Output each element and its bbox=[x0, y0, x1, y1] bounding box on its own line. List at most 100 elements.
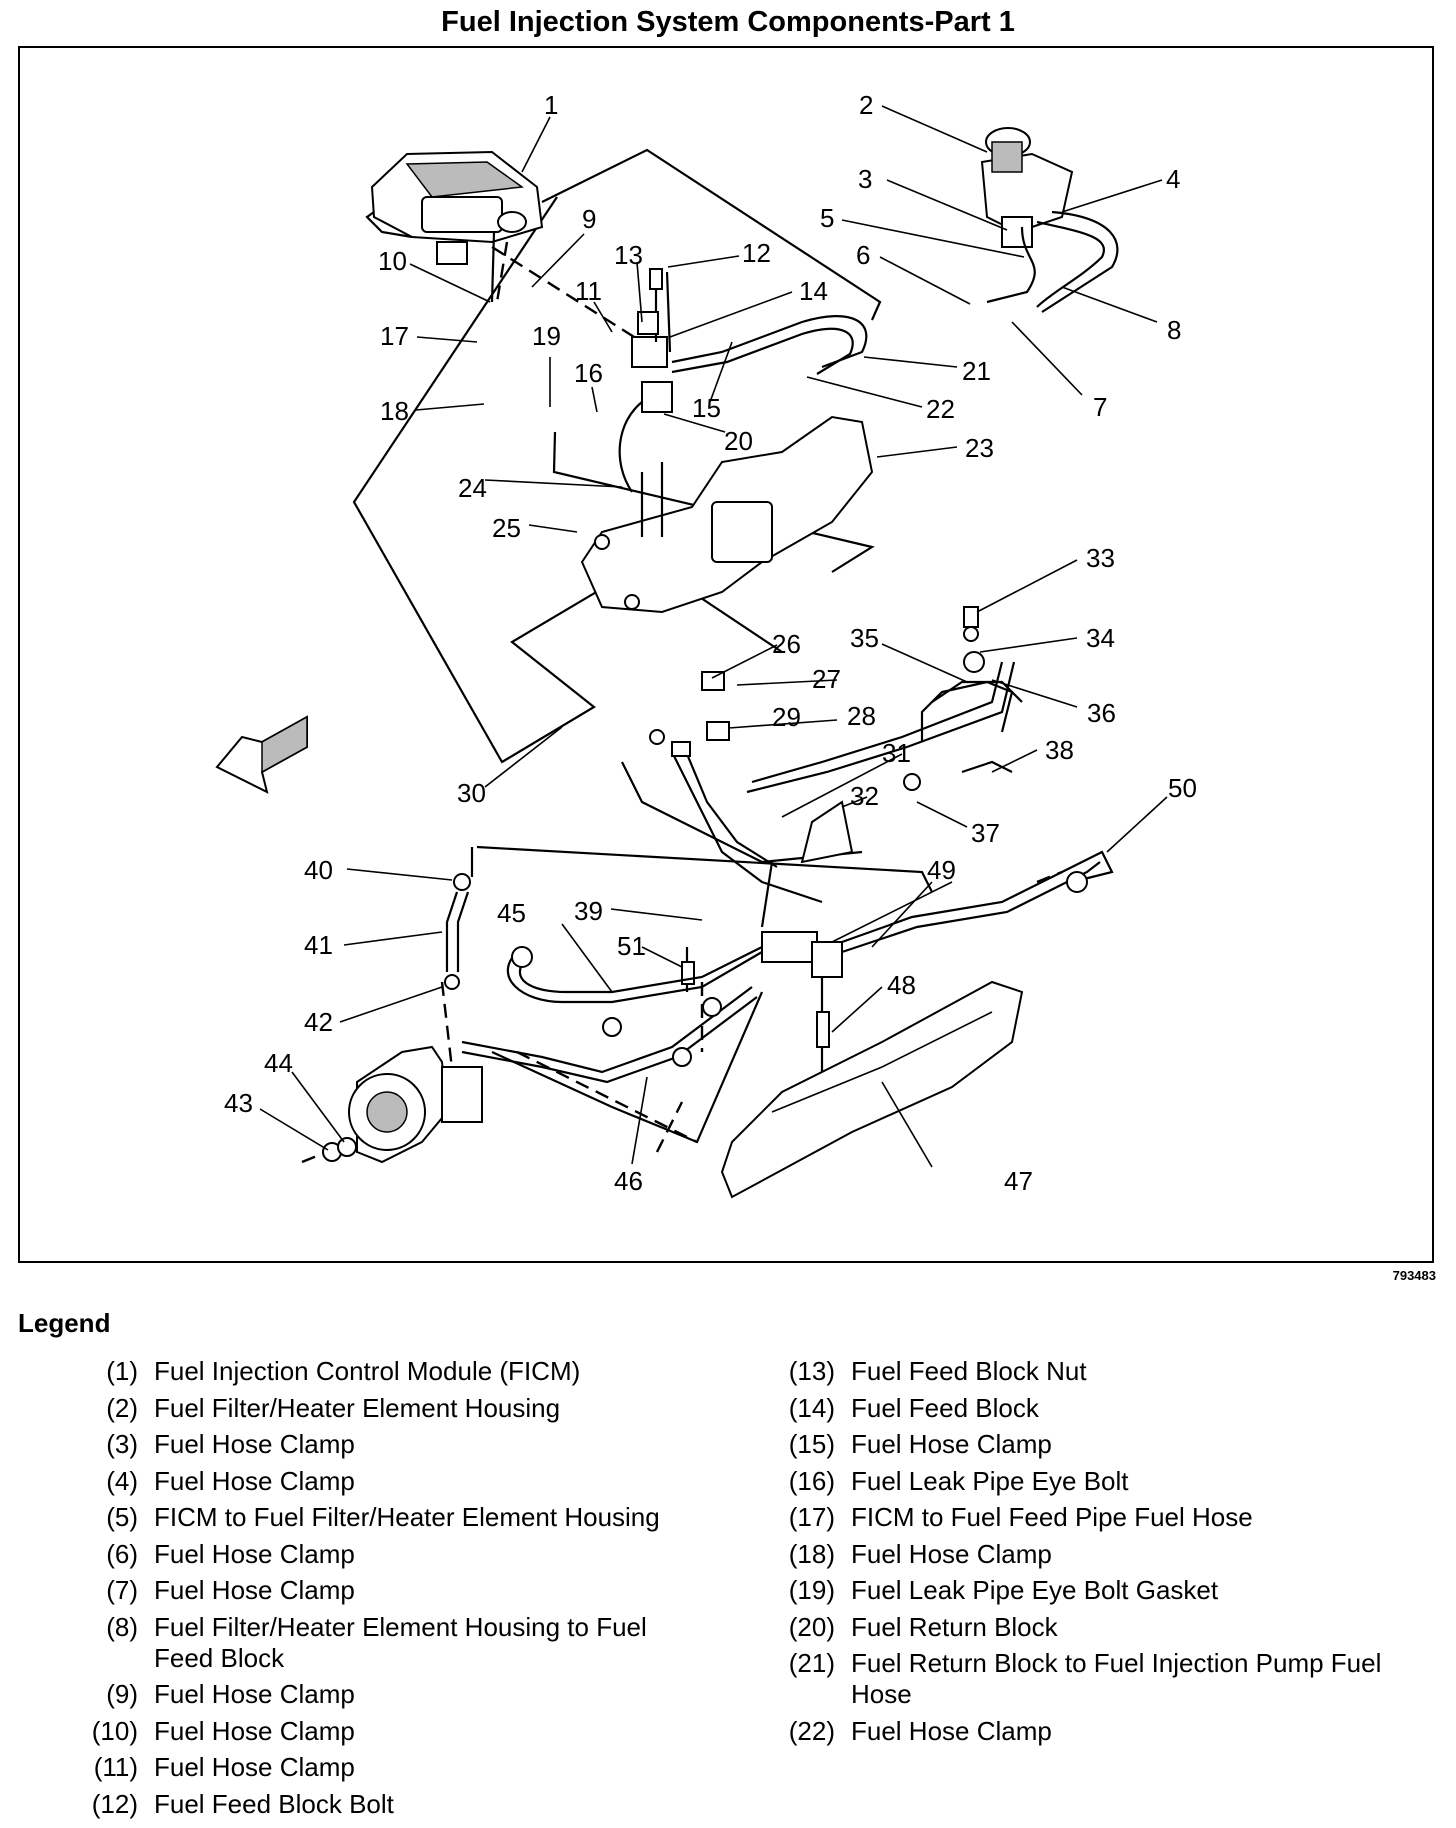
legend-item: (18)Fuel Hose Clamp bbox=[757, 1539, 1417, 1570]
callout-50: 50 bbox=[1168, 773, 1197, 803]
legend-item-number: (15) bbox=[788, 1429, 835, 1459]
legend-item-number: (13) bbox=[788, 1356, 835, 1386]
legend-item-number: (22) bbox=[788, 1715, 835, 1746]
reference-lines bbox=[301, 148, 1063, 1164]
callout-24: 24 bbox=[458, 473, 487, 503]
legend-item-number: (3) bbox=[106, 1429, 138, 1459]
callout-49: 49 bbox=[927, 855, 956, 885]
callout-43: 43 bbox=[224, 1088, 253, 1118]
legend-item-number: (11) bbox=[93, 1752, 138, 1782]
legend-item: (19)Fuel Leak Pipe Eye Bolt Gasket bbox=[757, 1575, 1417, 1606]
legend-item-number: (7) bbox=[106, 1575, 138, 1605]
legend-item-number: (12) bbox=[91, 1788, 138, 1819]
callout-25: 25 bbox=[492, 513, 521, 543]
legend-item-text: Fuel Feed Block bbox=[851, 1392, 1039, 1423]
callout-13: 13 bbox=[614, 240, 643, 270]
legend-item: (15) Fuel Hose Clamp bbox=[757, 1429, 1417, 1460]
callout-36: 36 bbox=[1087, 698, 1116, 728]
legend-item-text: Fuel Return Block to Fuel Injection Pump… bbox=[851, 1648, 1382, 1709]
legend-item-text: Fuel Injection Control Module (FICM) bbox=[154, 1356, 581, 1386]
callout-32: 32 bbox=[850, 781, 879, 811]
figure-reference-number: 793483 bbox=[1392, 1268, 1436, 1283]
callout-3: 3 bbox=[858, 164, 872, 194]
lower-fuel-pipes bbox=[621, 606, 1023, 904]
return-pipe bbox=[841, 850, 1114, 954]
injection-pump bbox=[322, 1045, 483, 1164]
callout-7: 7 bbox=[1093, 392, 1107, 422]
legend-item-text: Fuel Hose Clamp bbox=[851, 1538, 1052, 1569]
legend-item-number: (6) bbox=[106, 1538, 138, 1569]
callout-21: 21 bbox=[962, 356, 991, 386]
legend-item-text: Fuel Leak Pipe Eye Bolt Gasket bbox=[851, 1575, 1219, 1605]
legend-item-number: (2) bbox=[106, 1392, 138, 1423]
callout-37: 37 bbox=[971, 818, 1000, 848]
callout-6: 6 bbox=[856, 240, 870, 270]
feed-return-block bbox=[618, 268, 868, 493]
legend-item-text: Fuel Hose Clamp bbox=[154, 1538, 355, 1569]
callout-40: 40 bbox=[304, 855, 333, 885]
legend-column-right: (13) Fuel Feed Block Nut (14) Fuel Feed Blo… bbox=[757, 1356, 1417, 1752]
fuel-filter-housing bbox=[980, 127, 1074, 248]
legend-item-text: Fuel Hose Clamp bbox=[154, 1715, 355, 1746]
legend-item: (7) Fuel Hose Clamp bbox=[60, 1575, 700, 1606]
direction-arrow bbox=[215, 715, 308, 794]
pump-cover bbox=[720, 980, 1024, 1199]
legend-item: (11)Fuel Hose Clamp bbox=[60, 1752, 700, 1783]
callout-35: 35 bbox=[850, 623, 879, 653]
legend-item: (9)Fuel Hose Clamp bbox=[60, 1679, 700, 1710]
callout-33: 33 bbox=[1086, 543, 1115, 573]
legend-item: (4)Fuel Hose Clamp bbox=[60, 1466, 700, 1497]
callout-29: 29 bbox=[772, 702, 801, 732]
callout-11: 11 bbox=[575, 276, 602, 306]
legend-item-text: FICM to Fuel Feed Pipe Fuel Hose bbox=[851, 1502, 1253, 1532]
legend-item-number: (4) bbox=[106, 1465, 138, 1496]
callout-17: 17 bbox=[380, 321, 409, 351]
legend-item: (12) Fuel Feed Block Bolt bbox=[60, 1789, 700, 1820]
legend-item-text: Fuel Hose Clamp bbox=[851, 1715, 1052, 1746]
legend-item-text: Fuel Feed Block Bolt bbox=[154, 1788, 394, 1819]
diagram-frame: 1 2 3 4 5 6 7 8 9 10 11 12 13 14 15 16 1… bbox=[18, 46, 1434, 1263]
callout-39: 39 bbox=[574, 896, 603, 926]
callout-1: 1 bbox=[544, 90, 558, 120]
callout-28: 28 bbox=[847, 701, 876, 731]
legend-item: (17) FICM to Fuel Feed Pipe Fuel Hose bbox=[757, 1502, 1417, 1533]
callout-34: 34 bbox=[1086, 623, 1115, 653]
callout-38: 38 bbox=[1045, 735, 1074, 765]
legend-item-text: Fuel Feed Block Nut bbox=[851, 1356, 1087, 1386]
legend-item: (20)Fuel Return Block bbox=[757, 1612, 1417, 1643]
callout-16: 16 bbox=[574, 358, 603, 388]
callout-15: 15 bbox=[692, 393, 721, 423]
callout-8: 8 bbox=[1167, 315, 1181, 345]
callout-9: 9 bbox=[582, 204, 596, 234]
callout-26: 26 bbox=[772, 629, 801, 659]
legend-item-text: Fuel Filter/Heater Element Housing to Fu… bbox=[154, 1611, 647, 1673]
leader-lines bbox=[259, 105, 1168, 1168]
callout-10: 10 bbox=[378, 246, 407, 276]
diagram-title: Fuel Injection System Components-Part 1 bbox=[441, 6, 1015, 38]
exploded-view-diagram: 1 2 3 4 5 6 7 8 9 10 11 12 13 14 15 16 1… bbox=[215, 90, 1197, 1199]
injection-pump-pipes bbox=[461, 946, 763, 1084]
callout-19: 19 bbox=[532, 321, 561, 351]
left-hose bbox=[444, 873, 471, 990]
legend-item-number: (14) bbox=[788, 1392, 835, 1423]
callout-48: 48 bbox=[887, 970, 916, 1000]
legend-item: (13) Fuel Feed Block Nut bbox=[757, 1356, 1417, 1387]
legend-item-text: FICM to Fuel Filter/Heater Element Housi… bbox=[154, 1502, 660, 1532]
pump-block bbox=[681, 931, 843, 1082]
callout-18: 18 bbox=[380, 396, 409, 426]
fuel-rail-manifold bbox=[580, 415, 874, 614]
callout-44: 44 bbox=[264, 1048, 293, 1078]
callout-31: 31 bbox=[882, 738, 911, 768]
filter-hoses bbox=[986, 210, 1119, 313]
callout-12: 12 bbox=[742, 238, 771, 268]
legend-item-text: Fuel Hose Clamp bbox=[851, 1429, 1052, 1459]
legend-item: (3)Fuel Hose Clamp bbox=[60, 1429, 700, 1460]
legend-item-number: (17) bbox=[788, 1502, 835, 1532]
callout-14: 14 bbox=[799, 276, 828, 306]
callout-30: 30 bbox=[457, 778, 486, 808]
callout-labels: 1 2 3 4 5 6 7 8 9 10 11 12 13 14 15 16 1… bbox=[224, 90, 1197, 1196]
legend-title: Legend bbox=[18, 1308, 111, 1338]
legend-item-text: Fuel Leak Pipe Eye Bolt bbox=[851, 1465, 1129, 1496]
legend-item-text: Fuel Hose Clamp bbox=[154, 1575, 355, 1605]
legend-column-left: (1)Fuel Injection Control Module (FICM)(… bbox=[60, 1356, 700, 1825]
